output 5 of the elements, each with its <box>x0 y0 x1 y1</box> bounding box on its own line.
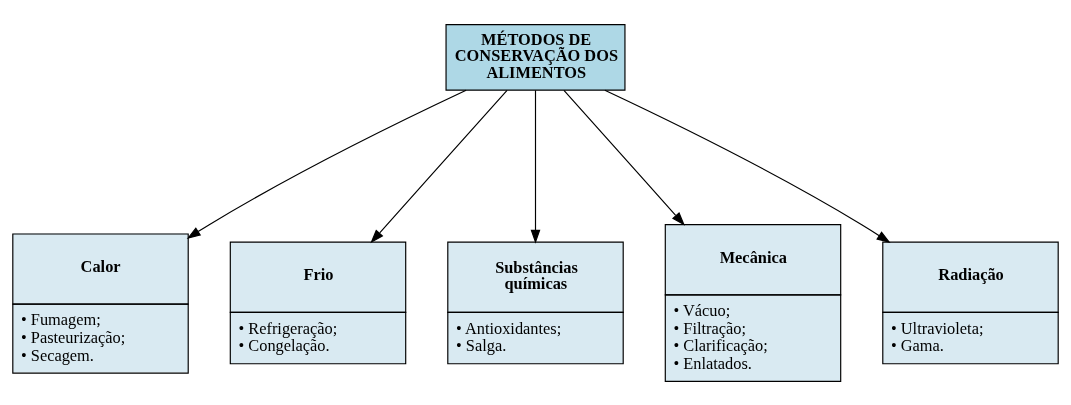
arrow <box>186 89 467 239</box>
arrow <box>530 89 541 244</box>
arrow <box>604 89 891 243</box>
arrow <box>563 89 685 226</box>
arrow <box>370 89 508 243</box>
